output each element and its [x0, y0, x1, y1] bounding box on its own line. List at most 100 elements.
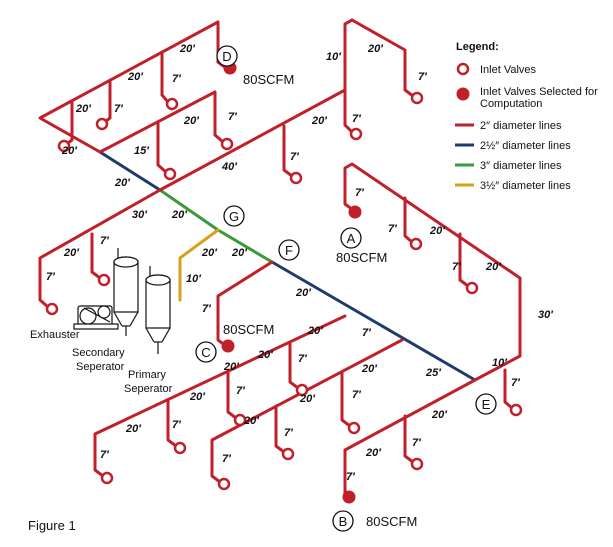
inlet-valve-icon	[295, 383, 309, 397]
secondary-separator-label-2: Seperator	[76, 361, 125, 373]
dim-label: 10′	[326, 51, 342, 63]
node-g-label: G	[229, 209, 239, 224]
exhauster-label: Exhauster	[30, 329, 80, 341]
line-3-5in	[178, 228, 220, 302]
dim-label: 20′	[299, 393, 316, 405]
dim-label: 7′	[100, 235, 110, 247]
inlet-valve-icon	[217, 477, 231, 491]
dim-label: 7′	[114, 103, 124, 115]
inlet-valve-icon	[281, 447, 295, 461]
dim-label: 7′	[46, 271, 56, 283]
node-e: E	[475, 393, 497, 415]
header-mid	[98, 90, 217, 154]
dim-label: 7′	[388, 223, 398, 235]
node-d-label: D	[222, 49, 231, 64]
dim-label: 20′	[367, 43, 384, 55]
inlet-valve-icon	[100, 471, 114, 485]
primary-separator-label-2: Seperator	[124, 383, 173, 395]
dim-label: 7′	[362, 327, 372, 339]
dimension-labels: 20′ 20′ 7′ 20′ 7′ 20′ 15′ 20′ 7′ 10′ 20′…	[46, 43, 554, 483]
figure-caption: Figure 1	[28, 518, 76, 533]
dim-label: 7′	[355, 187, 365, 199]
branch-c	[216, 260, 274, 348]
inlet-valve-icon	[289, 171, 303, 185]
inlet-valve-icon	[95, 117, 109, 131]
dim-label: 15′	[134, 145, 150, 157]
dim-label: 7′	[100, 449, 110, 461]
selected-valve-b-icon	[342, 490, 356, 504]
dim-label: 7′	[222, 453, 232, 465]
loop-a	[343, 162, 522, 382]
branch-ur-2	[343, 88, 354, 134]
legend-3in-label: 3″ diameter lines	[480, 160, 562, 172]
dim-label: 7′	[412, 437, 422, 449]
equipment	[73, 248, 171, 354]
header-lower-2	[210, 338, 404, 484]
branch-mid-1	[156, 120, 168, 174]
node-b-label: B	[339, 514, 348, 529]
selected-inlet-valves	[221, 61, 362, 504]
main-line-2-5in-left	[98, 150, 162, 192]
primary-separator-label-1: Primary	[128, 369, 166, 381]
inlet-valve-icon	[509, 403, 523, 417]
dim-label: 20′	[201, 247, 218, 259]
legend-inlet-valves-label: Inlet Valves	[480, 64, 537, 76]
branch-e-1	[503, 368, 514, 410]
inlet-valve-icon	[165, 97, 179, 111]
dim-label: 20′	[223, 361, 240, 373]
legend-inlet-valve-icon	[456, 62, 470, 76]
legend-2-5in-label: 2½″ diameter lines	[480, 140, 571, 152]
dim-label: 20′	[231, 247, 248, 259]
dim-label: 7′	[228, 111, 238, 123]
dim-label: 20′	[63, 247, 80, 259]
dim-label: 7′	[236, 385, 246, 397]
legend-selected-valve-icon	[456, 87, 470, 101]
dim-label: 20′	[125, 423, 142, 435]
header-lower-3	[343, 378, 477, 498]
dim-label: 30′	[132, 209, 148, 221]
dim-label: 20′	[171, 209, 188, 221]
branch-ur-loop	[343, 18, 415, 98]
branch-a-2	[458, 232, 470, 288]
dim-label: 25′	[425, 367, 442, 379]
dim-label: 20′	[429, 225, 446, 237]
inlet-valve-icon	[410, 457, 424, 471]
branch-l1-3	[288, 342, 300, 390]
primary-separator-icon	[145, 266, 171, 354]
dim-label: 20′	[114, 177, 131, 189]
branch-ll-1	[90, 232, 102, 280]
dim-label: 20′	[307, 325, 324, 337]
pipe-network	[38, 18, 522, 498]
branch-lower-left	[38, 188, 162, 309]
dim-label: 7′	[172, 73, 182, 85]
secondary-separator-label-1: Secondary	[72, 347, 125, 359]
inlet-valve-icon	[97, 273, 111, 287]
inlet-valve-icon	[220, 137, 234, 151]
inlet-valve-icon	[347, 421, 361, 435]
dim-label: 20′	[485, 261, 502, 273]
flow-d: 80SCFM	[243, 72, 294, 87]
inlet-valve-icon	[163, 167, 177, 181]
dim-label: 7′	[352, 389, 362, 401]
inlet-valve-icon	[409, 237, 423, 251]
dim-label: 20′	[257, 349, 274, 361]
branch-l2-2	[340, 370, 352, 428]
exhauster-icon	[73, 305, 119, 330]
branch-l1-2	[226, 370, 238, 420]
node-c-label: C	[201, 345, 210, 360]
node-b: B	[332, 510, 354, 532]
equipment-labels: Exhauster Secondary Seperator Primary Se…	[30, 329, 173, 395]
dim-label: 7′	[511, 377, 521, 389]
dim-label: 7′	[346, 471, 356, 483]
node-f: F	[278, 239, 300, 261]
inlet-valve-icon	[465, 281, 479, 295]
flow-labels: 80SCFM 80SCFM 80SCFM 80SCFM	[223, 72, 417, 529]
node-e-label: E	[482, 397, 491, 412]
flow-c: 80SCFM	[223, 322, 274, 337]
inlet-valve-icon	[410, 91, 424, 105]
inlet-valve-icon	[57, 139, 71, 153]
dim-label: 20′	[243, 415, 260, 427]
inlet-valves	[45, 91, 523, 491]
legend-selected-label-2: Computation	[480, 98, 542, 110]
